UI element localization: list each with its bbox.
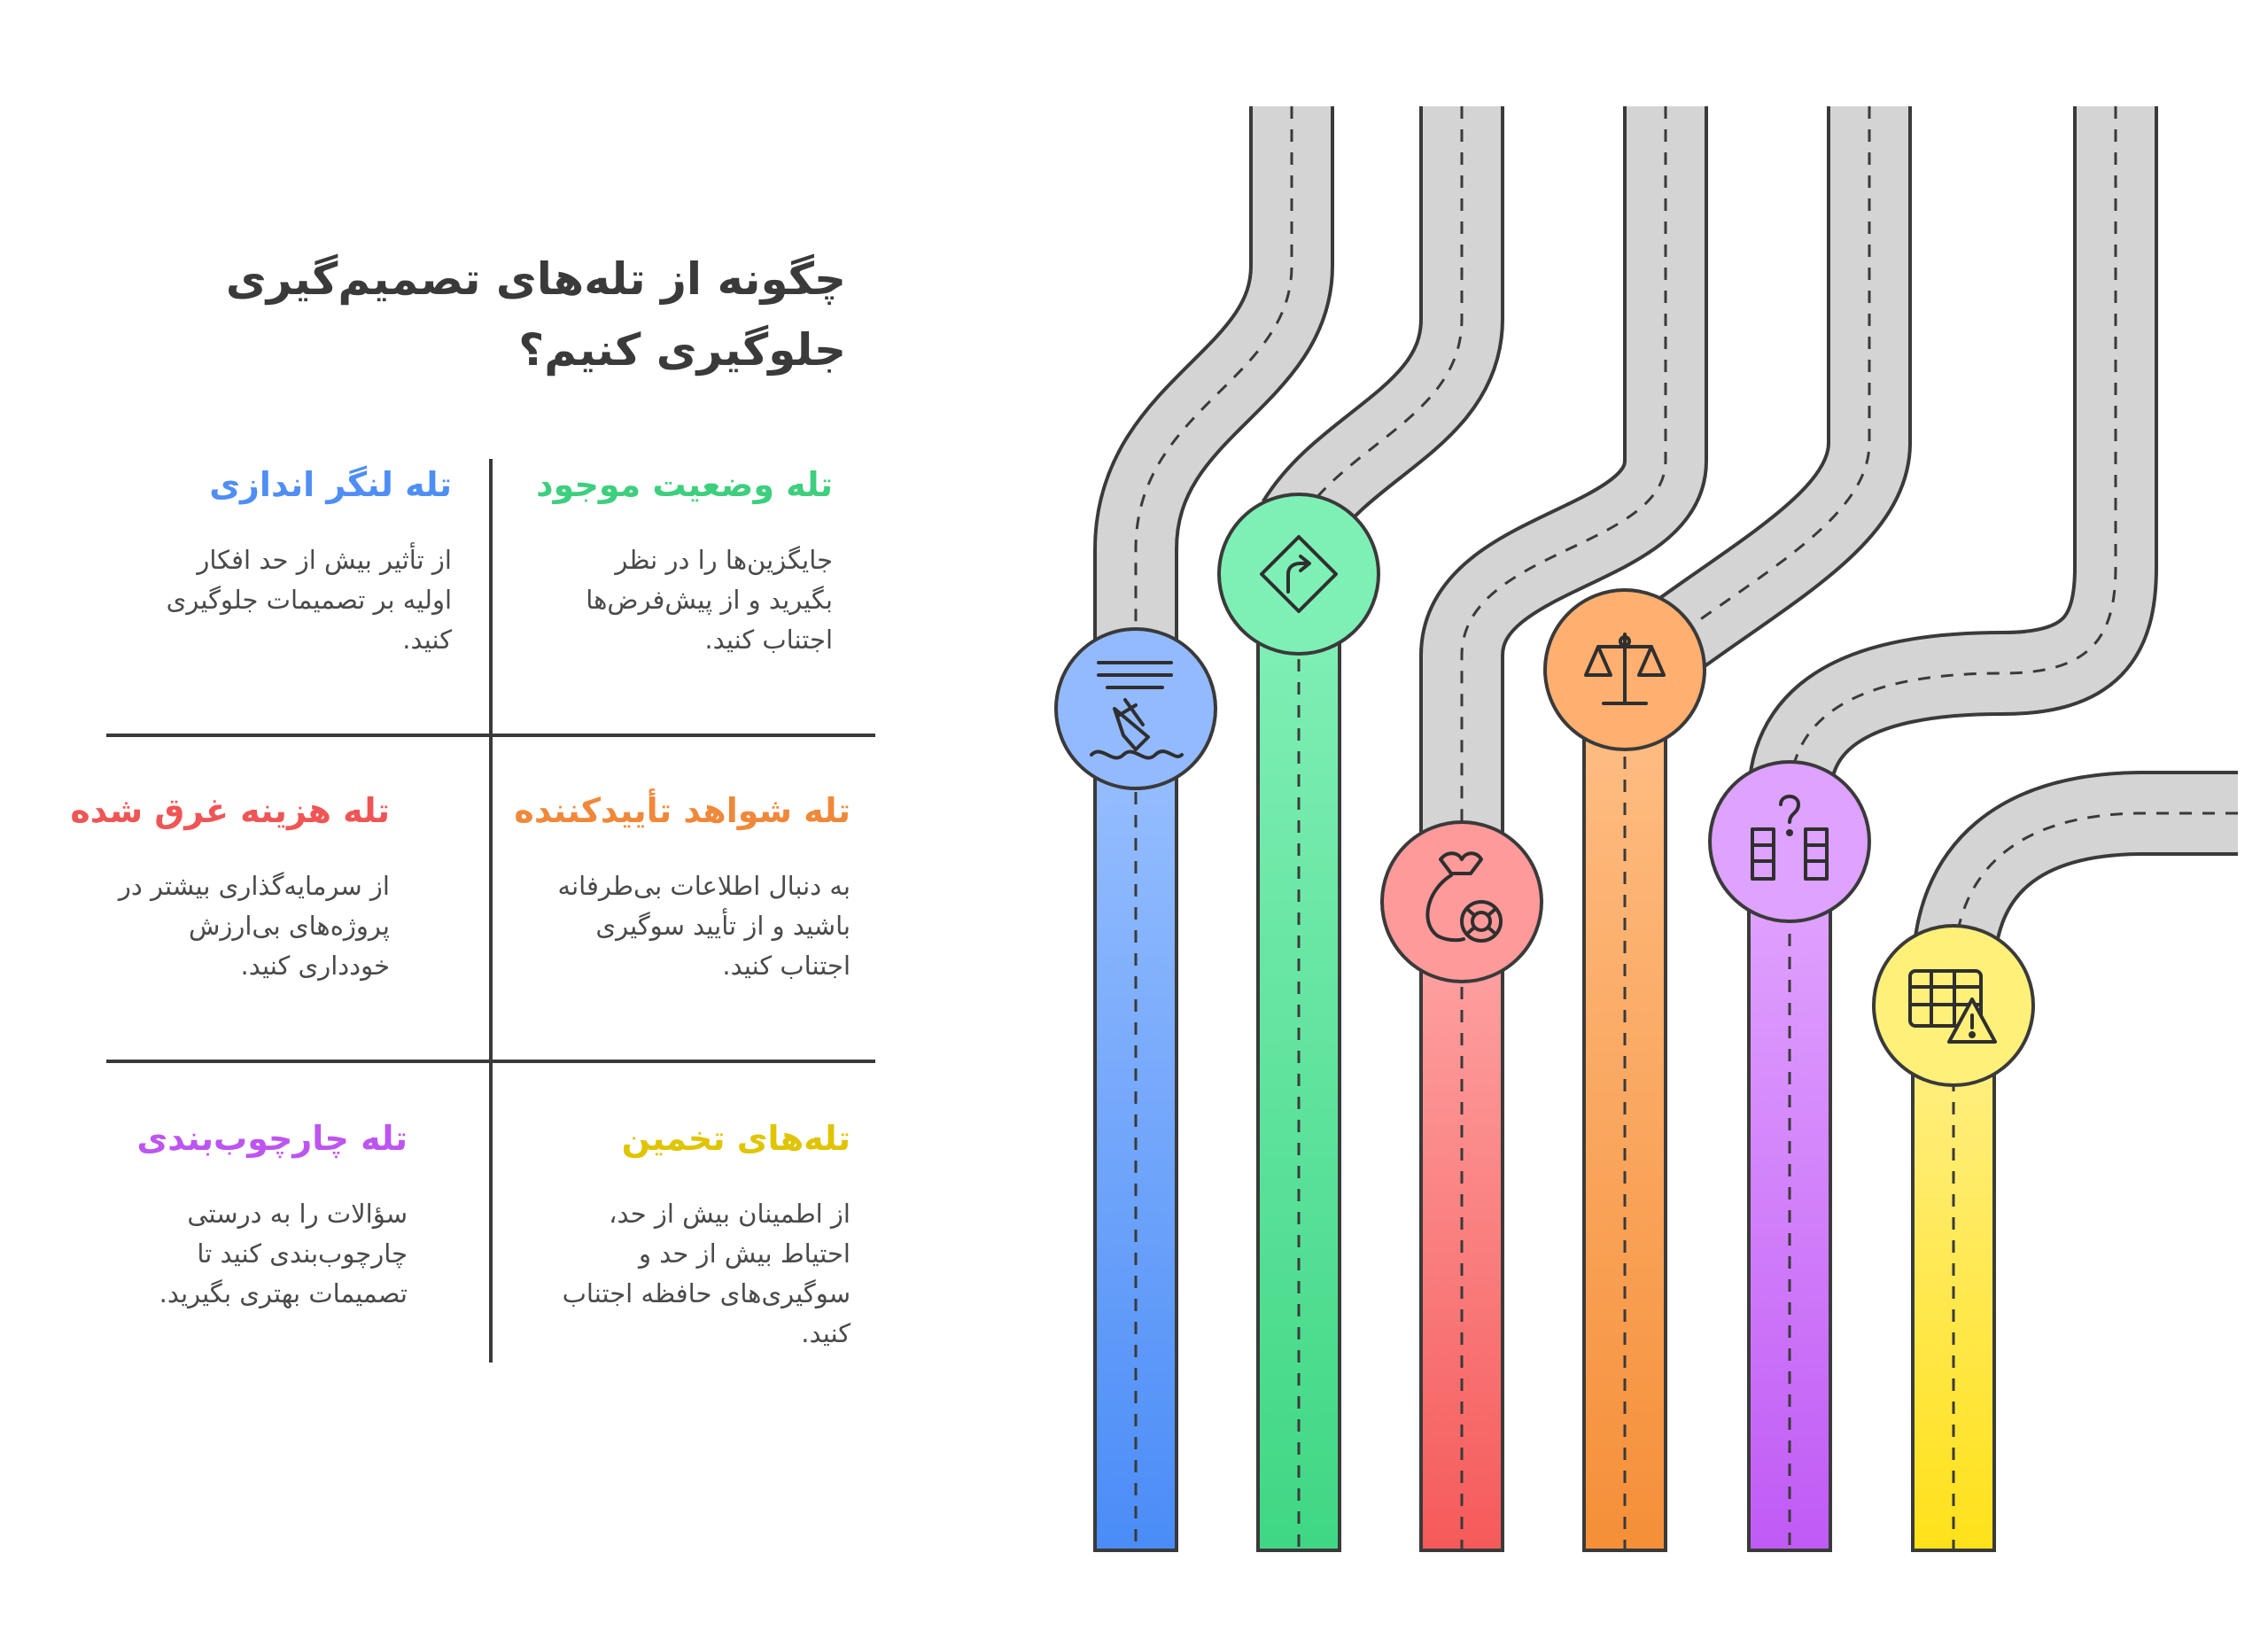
trap-card-confirming-evidence: تله شواهد تأییدکننده به دنبال اطلاعات بی…: [514, 788, 850, 986]
question-frames-icon: [1751, 795, 1829, 881]
grid-divider-horizontal-bottom: [106, 1060, 875, 1063]
trap-card-framing: تله چارچوب‌بندی سؤالات را به درستی چارچو…: [71, 1116, 408, 1314]
gray-road-2: [1262, 106, 1504, 547]
grid-divider-vertical: [489, 459, 493, 1363]
trap-title: تله شواهد تأییدکننده: [514, 791, 850, 830]
gray-road-4: [1649, 106, 1912, 672]
gray-road-3: [1419, 106, 1708, 850]
colored-road-blue: [1093, 698, 1178, 1552]
trap-description: جایگزین‌ها را در نظر بگیرید و از پیش‌فرض…: [586, 545, 833, 655]
colored-road-purple: [1747, 840, 1832, 1552]
trap-description: از اطمینان بیش از حد، احتیاط بیش از حد و…: [562, 1199, 850, 1348]
sinking-ship-anchor-icon: [1090, 661, 1184, 760]
trap-card-anchoring: تله لنگر اندازی از تأثیر بیش از حد افکار…: [115, 462, 452, 660]
confirming-evidence-circle: [1543, 588, 1706, 751]
sunk-cost-circle: [1380, 820, 1543, 983]
trap-description: از سرمایه‌گذاری بیشتر در پروژه‌های بی‌ار…: [118, 871, 390, 981]
trap-description: سؤالات را به درستی چارچوب‌بندی کنید تا ت…: [159, 1199, 408, 1308]
trap-title: تله هزینه غرق شده: [70, 791, 390, 830]
colored-road-green: [1256, 565, 1341, 1552]
balance-scale-icon: [1584, 633, 1666, 705]
colored-road-red: [1419, 893, 1504, 1552]
colored-road-yellow: [1911, 1008, 1996, 1552]
trap-card-sunk-cost: تله هزینه غرق شده از سرمایه‌گذاری بیشتر …: [53, 788, 390, 986]
turn-sign-icon: [1260, 535, 1338, 613]
framing-circle: [1708, 760, 1871, 923]
table-warning-icon: [1908, 969, 1997, 1044]
trap-title: تله وضعیت موجود: [536, 465, 833, 504]
trap-description: از تأثیر بیش از حد افکار اولیه بر تصمیما…: [166, 545, 452, 655]
trap-title: تله لنگر اندازی: [209, 465, 452, 504]
trap-title: تله چارچوب‌بندی: [136, 1119, 408, 1158]
gray-road-1: [1093, 106, 1334, 647]
estimating-circle: [1872, 924, 2035, 1087]
gray-road-5: [1747, 106, 2158, 800]
grid-divider-horizontal-top: [106, 734, 875, 737]
colored-road-orange: [1582, 663, 1667, 1552]
trap-card-estimating: تله‌های تخمین از اطمینان بیش از حد، احتی…: [514, 1116, 850, 1354]
trap-card-status-quo: تله وضعیت موجود جایگزین‌ها را در نظر بگی…: [496, 462, 833, 660]
money-bag-lifebuoy-icon: [1425, 851, 1503, 943]
trap-description: به دنبال اطلاعات بی‌طرفانه باشید و از تأ…: [557, 871, 850, 981]
anchoring-circle: [1054, 627, 1217, 790]
status-quo-circle: [1217, 493, 1380, 656]
page-title: چگونه از تله‌های تصمیم‌گیری جلوگیری کنیم…: [225, 253, 846, 376]
trap-title: تله‌های تخمین: [621, 1119, 850, 1158]
